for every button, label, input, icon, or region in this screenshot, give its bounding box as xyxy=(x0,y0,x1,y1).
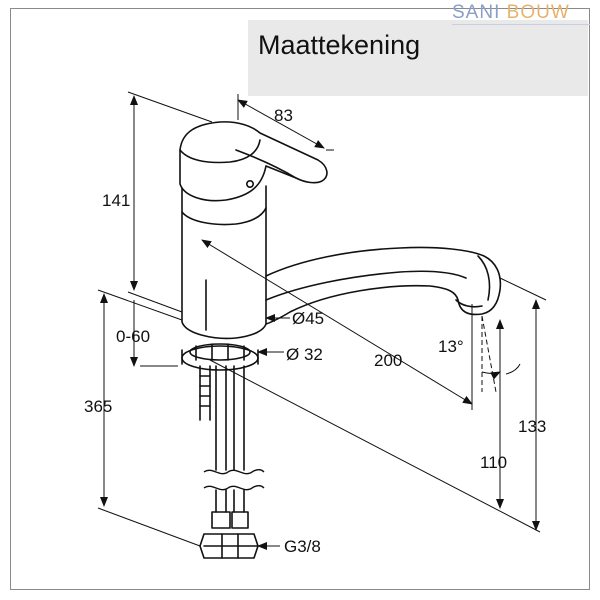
dim-200: 200 xyxy=(374,351,402,370)
dim-133: 133 xyxy=(518,417,546,436)
hose-break-symbol xyxy=(203,469,265,491)
dim-range-0-60: 0-60 xyxy=(116,327,150,346)
logo-part-2: BOUW xyxy=(506,2,570,23)
page-title: Maattekening xyxy=(258,30,421,60)
dim-angle-13: 13° xyxy=(438,337,464,356)
lever-screw xyxy=(246,180,255,189)
sanibouw-logo: SANI BOUW xyxy=(452,2,570,24)
dim-110: 110 xyxy=(480,453,507,472)
mounting-stud xyxy=(199,365,211,421)
supply-hose-right xyxy=(233,365,245,471)
faucet-body xyxy=(181,185,267,340)
lever-handle xyxy=(179,121,328,202)
title-box xyxy=(248,20,588,96)
dim-365: 365 xyxy=(84,397,112,416)
dim-connection-g38: G3/8 xyxy=(284,537,321,556)
dim-141: 141 xyxy=(102,191,130,210)
logo-part-1: SANI xyxy=(452,2,501,23)
dim-83: 83 xyxy=(274,106,293,125)
dimension-lines xyxy=(97,91,547,550)
dim-diameter-32: Ø 32 xyxy=(286,345,323,364)
mounting-washer xyxy=(181,345,259,371)
logo-underline xyxy=(452,24,590,25)
dim-diameter-45: Ø45 xyxy=(292,309,324,328)
supply-hose-left xyxy=(215,365,227,471)
